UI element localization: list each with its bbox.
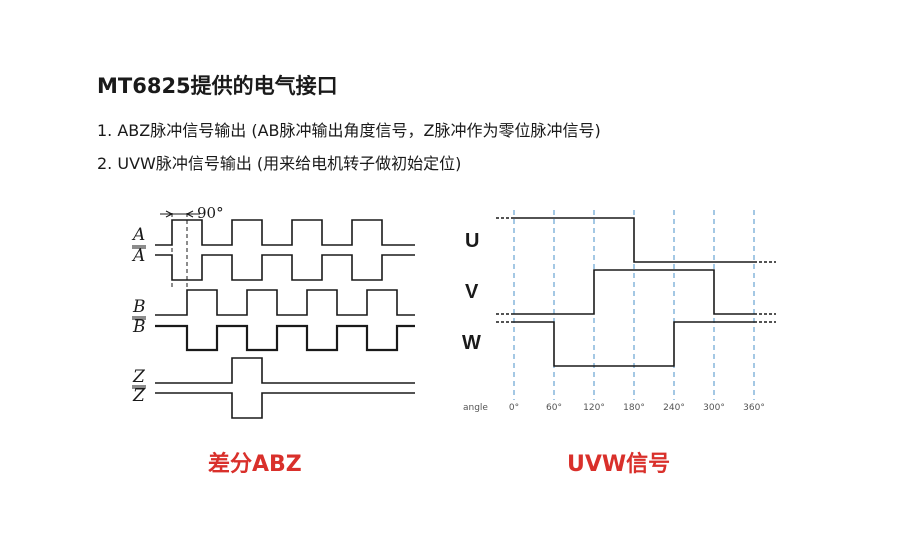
signal-label-z: Z [132, 367, 146, 387]
abz-caption: 差分ABZ [208, 452, 302, 477]
angle-tick-label-240: 240° [663, 403, 685, 413]
wave-v [514, 269, 754, 315]
uvw-caption: UVW信号 [567, 452, 671, 477]
angle-tick-label-120: 120° [583, 403, 605, 413]
uvw-description: 2. UVW脉冲信号输出 (用来给电机转子做初始定位) [97, 154, 462, 173]
signal-label-u: U [465, 230, 479, 252]
page-title: MT6825提供的电气接口 [97, 74, 338, 98]
wave-u [514, 217, 754, 263]
phase-marker [160, 210, 200, 290]
wave-b-bar [155, 324, 415, 352]
wave-a [155, 219, 415, 246]
wave-a-bar [155, 254, 415, 281]
angle-tick-label-300: 300° [703, 403, 725, 413]
signal-label-a: A [131, 225, 145, 245]
signal-label-b: B [132, 297, 146, 317]
wave-b [155, 289, 415, 316]
angle-tick-label-360: 360° [743, 403, 765, 413]
abz-description: 1. ABZ脉冲信号输出 (AB脉冲输出角度信号，Z脉冲作为零位脉冲信号) [97, 121, 601, 140]
angle-tick-label-60: 60° [546, 403, 562, 413]
angle-axis-label: angle [463, 403, 488, 413]
angle-tick-label-0: 0° [509, 403, 519, 413]
wave-z [155, 357, 415, 384]
signal-label-v: V [465, 281, 479, 303]
signal-label-z-bar: Z [132, 386, 146, 406]
wave-w [514, 321, 754, 367]
abz-diagram [155, 210, 415, 419]
signal-label-a-bar: A [131, 246, 145, 266]
signal-label-b-bar: B [132, 317, 146, 337]
angle-tick-label-180: 180° [623, 403, 645, 413]
phase-label: 90° [197, 204, 224, 222]
signal-label-w: W [462, 332, 481, 354]
wave-z-bar [155, 392, 415, 419]
uvw-diagram: 0° 60° 120° 180° 240° 300° 360° [496, 210, 776, 413]
